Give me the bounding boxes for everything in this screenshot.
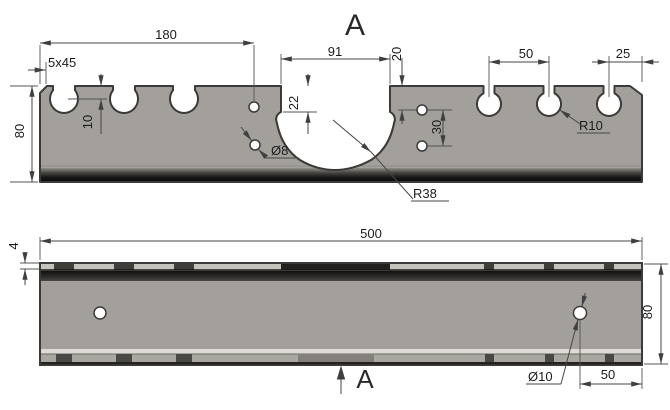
labels: A 180 5x45 91 20 50 25 80 10 22 30 Ø8 R1… [6,9,655,394]
dim-30-label: 30 [429,120,444,134]
section-label-bottom: A [356,364,374,394]
dim-80-left-label: 80 [12,124,27,138]
top-view-shadow-band [41,168,641,181]
section-arrow-head [336,365,346,380]
central-cutout-outline [275,86,396,171]
top-view-leaders [240,109,610,202]
top-view-holes [248,101,428,152]
hole [248,101,260,113]
dim-25-label: 25 [616,46,630,61]
hole [416,104,428,116]
bottom-dark-line [41,362,641,365]
dim-chamfer-label: 5x45 [48,55,76,70]
hole [93,306,107,320]
dim-r10-label: R10 [579,118,603,133]
dim-r38-label: R38 [413,186,437,201]
dim-180-label: 180 [155,27,177,42]
dim-91-label: 91 [328,44,342,59]
dim-50-bottom-label: 50 [601,367,615,382]
lower-light-strip [41,349,641,354]
top-view-section [39,85,643,183]
front-view-shadow-band [41,271,641,281]
bottom-strip-slot-marks [56,354,614,363]
top-strip-slot-marks [54,264,614,271]
dim-4-label: 4 [6,242,21,249]
dim-dia8-label: Ø8 [271,143,288,158]
front-view [39,262,643,366]
dim-20-label: 20 [389,47,404,61]
hole [249,139,261,151]
top-view-dimension-lines [28,40,659,183]
hole [416,140,428,152]
front-view-dimension-lines [22,238,664,394]
front-view-extension-lines [20,237,668,389]
hole [572,305,588,321]
dim-10-label: 10 [80,115,95,129]
dim-80-right-label: 80 [640,305,655,319]
dim-dia10-label: Ø10 [528,369,553,384]
dim-50-top-label: 50 [519,46,533,61]
section-label-top: A [345,9,365,42]
dim-500-label: 500 [360,226,382,241]
dim-22-label: 22 [286,96,301,110]
